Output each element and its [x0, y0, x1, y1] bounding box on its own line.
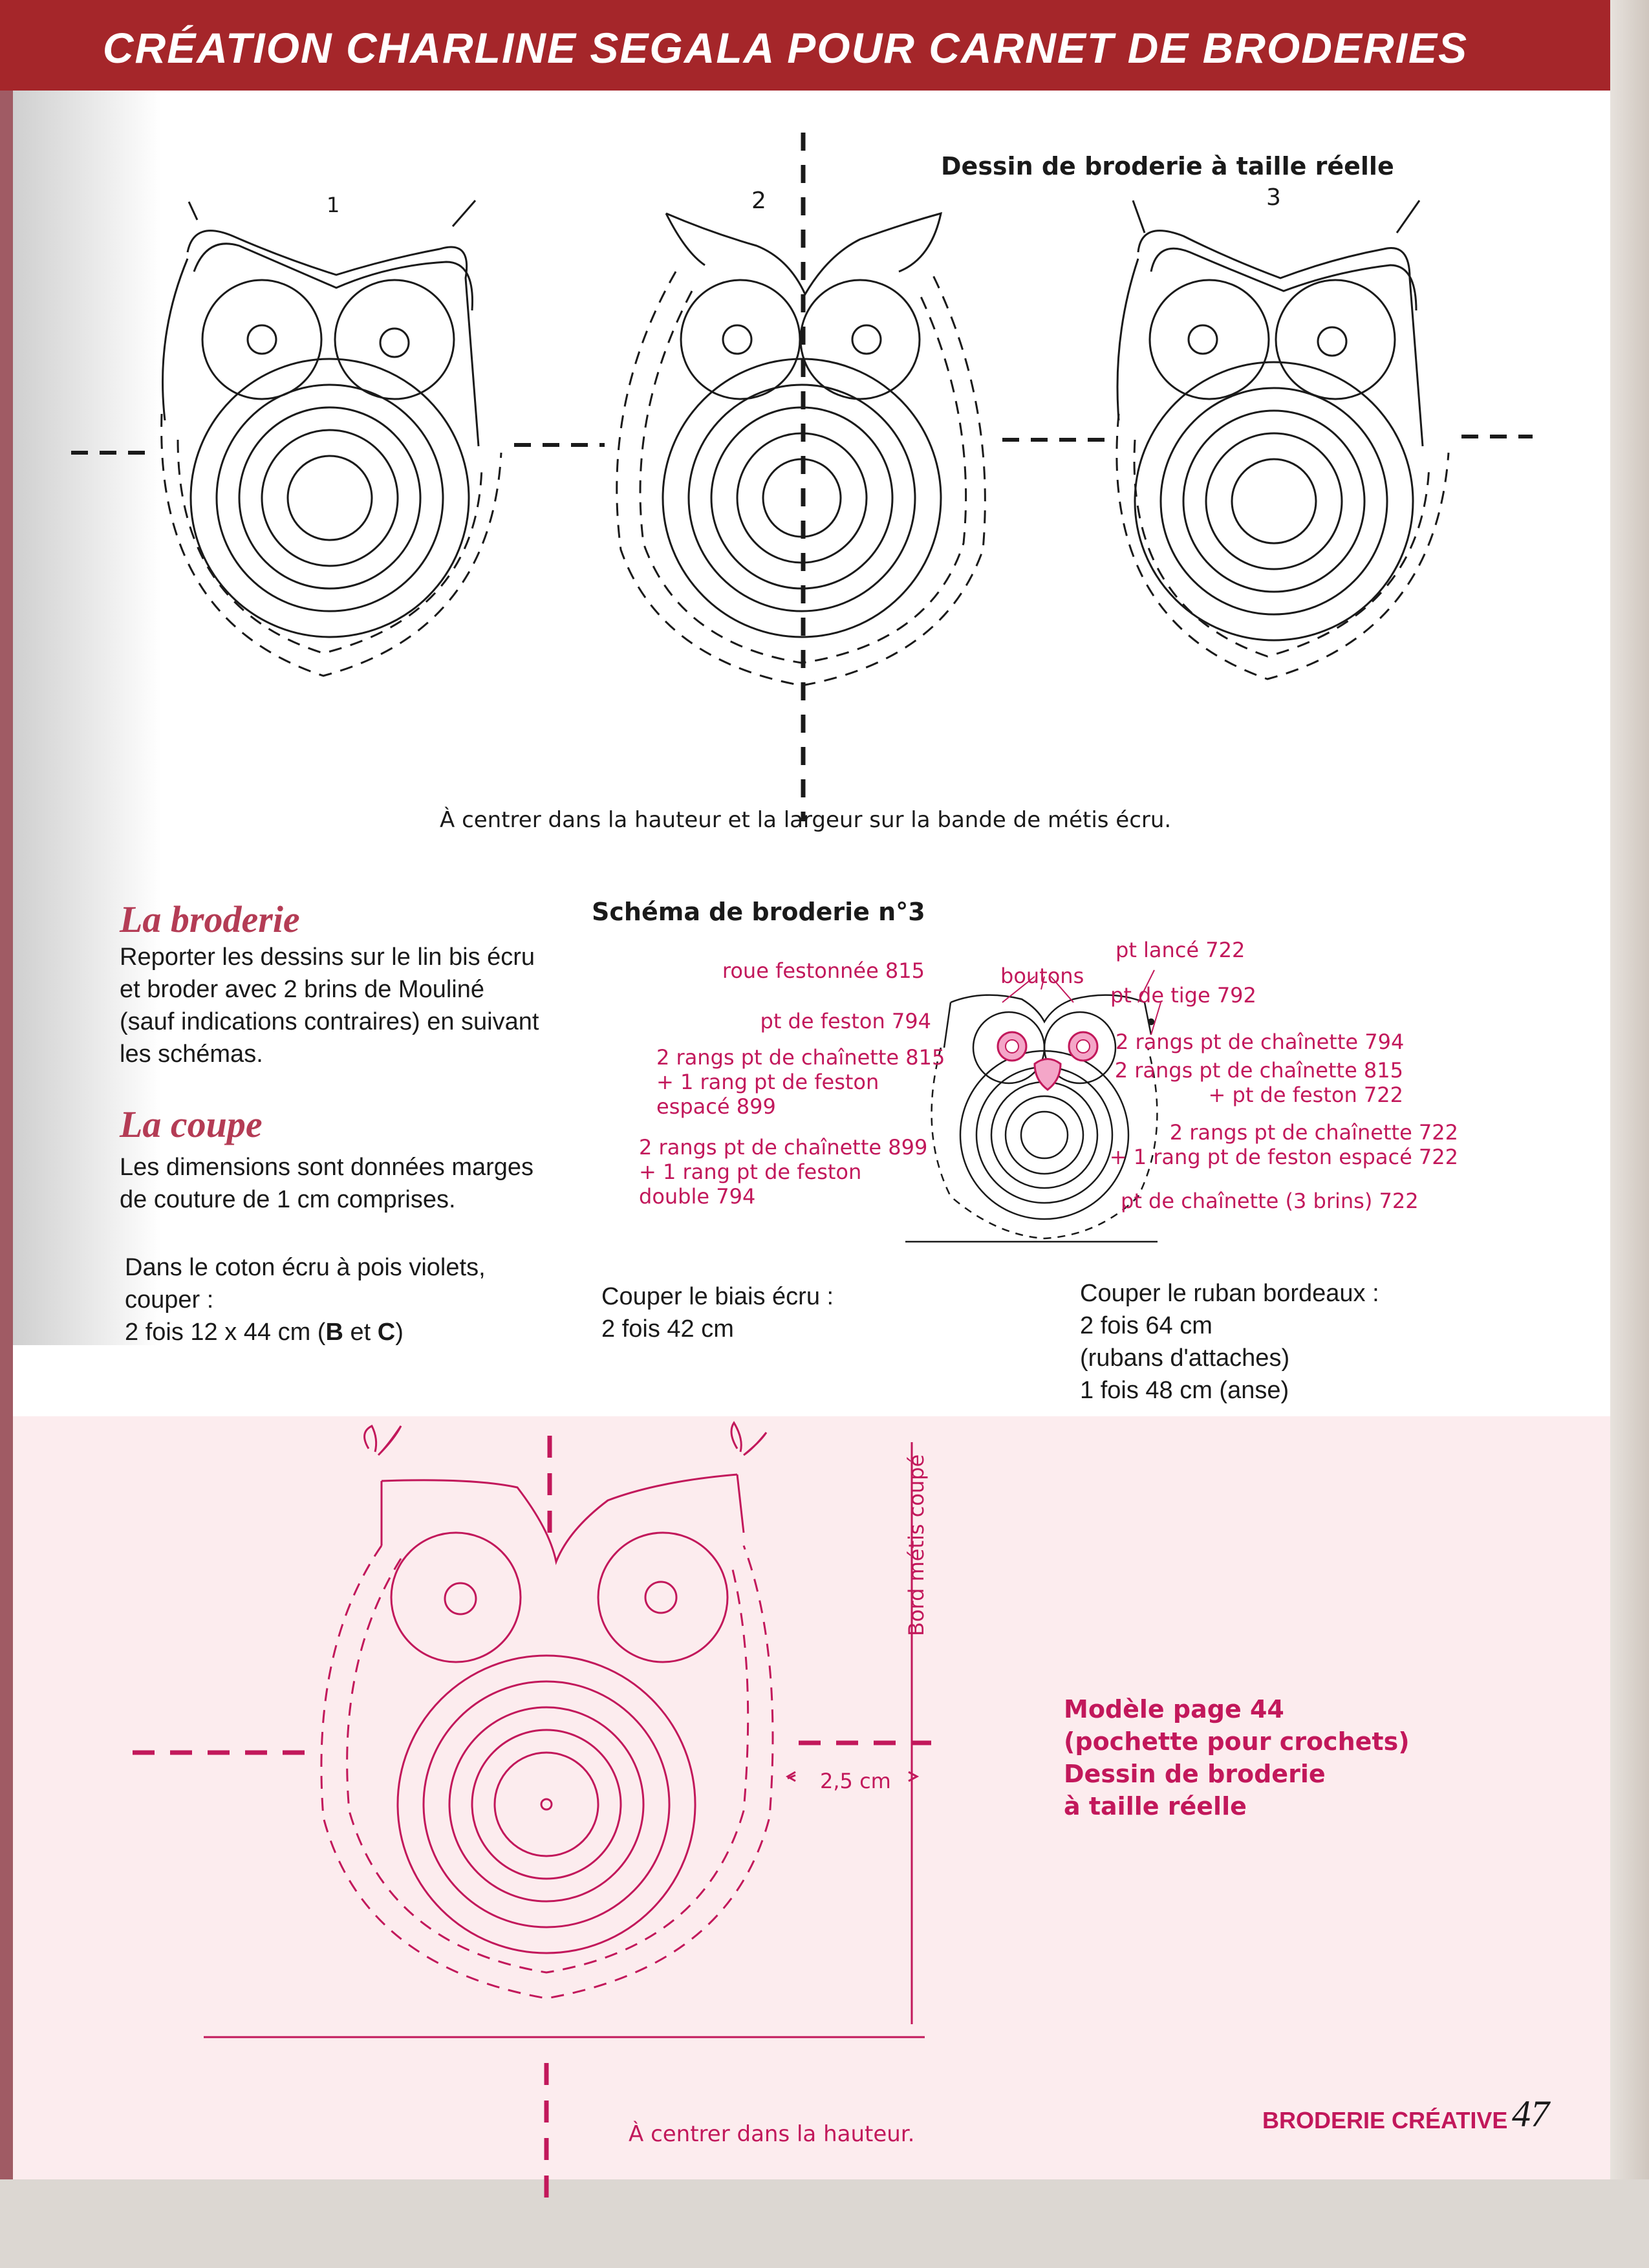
schema-flower-eyes — [997, 1031, 1099, 1091]
top-owls-drawing — [71, 133, 1533, 821]
label-boutons: boutons — [1000, 964, 1084, 988]
callout-line: double 794 — [639, 1184, 756, 1209]
cutting-and: et — [343, 1319, 378, 1346]
cutting-col-1: Dans le coton écru à pois violets, coupe… — [125, 1251, 486, 1348]
cutting-line: 2 fois 42 cm — [601, 1315, 734, 1343]
label-chain-815: 2 rangs pt de chaînette 815 + 1 rang pt … — [656, 1045, 945, 1119]
cutting-line: couper : — [125, 1286, 214, 1313]
broderie-line: (sauf indications contraires) en suivant — [120, 1008, 539, 1035]
binding-spine — [0, 0, 13, 2199]
label-roue: roue festonnée 815 — [722, 958, 925, 983]
model-line: Dessin de broderie — [1064, 1760, 1326, 1788]
cutting-line: 1 fois 48 cm (anse) — [1080, 1377, 1289, 1404]
page-number: 47 — [1512, 2093, 1549, 2135]
callout-line: 2 rangs pt de chaînette 815 — [1114, 1058, 1403, 1083]
owl-number-1: 1 — [327, 193, 340, 217]
model-line: Modèle page 44 — [1064, 1695, 1284, 1723]
broderie-line: Reporter les dessins sur le lin bis écru — [120, 944, 535, 971]
coupe-text: Les dimensions sont données marges de co… — [120, 1151, 534, 1216]
cutting-line: (rubans d'attaches) — [1080, 1345, 1290, 1372]
label-chain-794: 2 rangs pt de chaînette 794 — [1116, 1030, 1405, 1054]
callout-line: + pt de feston 722 — [1208, 1083, 1403, 1107]
large-owl-drawing — [133, 1421, 931, 2199]
callout-line: + 1 rang pt de feston espacé 722 — [1109, 1145, 1458, 1169]
owl-3 — [1116, 200, 1450, 680]
model-line: (pochette pour crochets) — [1064, 1727, 1410, 1756]
cutting-dim: 2 fois 12 x 44 cm ( — [125, 1319, 326, 1346]
callout-line: 2 rangs pt de chaînette 722 — [1169, 1120, 1458, 1145]
cutting-line: 2 fois 64 cm — [1080, 1312, 1212, 1339]
scan-margin — [0, 2179, 1649, 2268]
callout-line: espacé 899 — [656, 1094, 776, 1119]
owl-2 — [616, 211, 986, 687]
coupe-title: La coupe — [120, 1103, 263, 1145]
callout-line: 2 rangs pt de chaînette 899 — [639, 1135, 928, 1160]
label-chain-815-right: 2 rangs pt de chaînette 815 + pt de fest… — [1099, 1058, 1403, 1107]
footer-brand: BRODERIE CRÉATIVE — [1262, 2107, 1507, 2134]
callout-line: + 1 rang pt de feston — [639, 1160, 862, 1184]
label-chain-722: 2 rangs pt de chaînette 722 + 1 rang pt … — [1099, 1120, 1458, 1169]
bottom-panel — [13, 1416, 1610, 2179]
top-heading: Dessin de broderie à taille réelle — [941, 152, 1394, 180]
callout-line: 2 rangs pt de chaînette 815 — [656, 1045, 945, 1070]
bottom-center-note: À centrer dans la hauteur. — [629, 2121, 915, 2147]
label-chain-899: 2 rangs pt de chaînette 899 + 1 rang pt … — [639, 1135, 927, 1209]
schema-owl — [905, 969, 1161, 1243]
title-banner: CRÉATION CHARLINE SEGALA POUR CARNET DE … — [0, 0, 1610, 91]
broderie-line: les schémas. — [120, 1041, 263, 1068]
model-caption: Modèle page 44 (pochette pour crochets) … — [1064, 1693, 1410, 1822]
cutting-col-3: Couper le ruban bordeaux : 2 fois 64 cm … — [1080, 1277, 1379, 1407]
label-lance: pt lancé 722 — [1116, 938, 1245, 962]
coupe-line: de couture de 1 cm comprises. — [120, 1186, 456, 1213]
schema-title: Schéma de broderie n°3 — [592, 898, 925, 926]
cutting-line: Couper le biais écru : — [601, 1283, 834, 1310]
cutting-close: ) — [395, 1319, 404, 1346]
coupe-line: Les dimensions sont données marges — [120, 1154, 534, 1181]
cutting-line: Couper le ruban bordeaux : — [1080, 1280, 1379, 1307]
side-label: Bord métis coupé — [904, 1454, 929, 1636]
broderie-line: et broder avec 2 brins de Mouliné — [120, 976, 484, 1003]
cutting-col-2: Couper le biais écru : 2 fois 42 cm — [601, 1280, 834, 1345]
label-chain-3-brins: pt de chaînette (3 brins) 722 — [1121, 1189, 1419, 1213]
top-center-note: À centrer dans la hauteur et la largeur … — [440, 807, 1172, 833]
callout-line: + 1 rang pt de feston — [656, 1070, 879, 1094]
cutting-line: 2 fois 12 x 44 cm (B et C) — [125, 1316, 486, 1348]
footer-brand-2: CRÉATIVE — [1392, 2107, 1508, 2133]
piece-b: B — [325, 1319, 343, 1346]
label-tige: pt de tige 792 — [1110, 983, 1256, 1008]
banner-title: CRÉATION CHARLINE SEGALA POUR CARNET DE … — [102, 24, 1468, 72]
binding-shadow — [13, 0, 162, 1345]
owl-number-2: 2 — [751, 188, 766, 214]
label-feston-794: pt de feston 794 — [760, 1009, 931, 1033]
owl-1 — [160, 200, 502, 677]
cutting-line: Dans le coton écru à pois violets, — [125, 1254, 486, 1281]
broderie-title: La broderie — [120, 898, 300, 940]
owl-number-3: 3 — [1266, 184, 1281, 211]
piece-c: C — [377, 1319, 396, 1346]
page-edge — [1610, 0, 1649, 2268]
footer-brand-1: BRODERIE — [1262, 2107, 1392, 2133]
measure-label: 2,5 cm — [820, 1769, 891, 1793]
model-line: à taille réelle — [1064, 1792, 1247, 1820]
broderie-text: Reporter les dessins sur le lin bis écru… — [120, 941, 539, 1070]
